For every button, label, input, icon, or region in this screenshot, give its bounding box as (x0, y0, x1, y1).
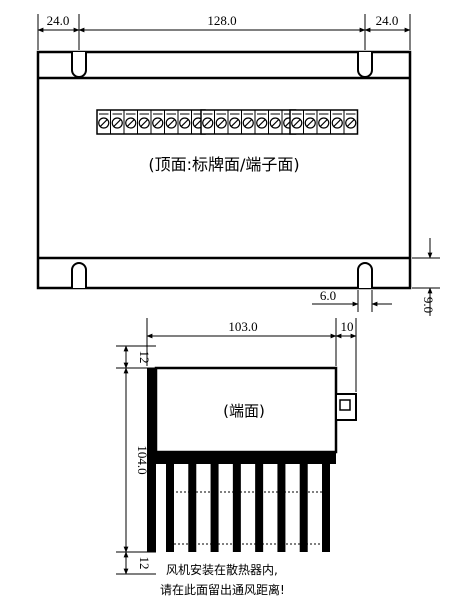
screw-slot (140, 119, 149, 127)
screw-slot (306, 119, 315, 127)
terminal-blocks (96, 109, 359, 135)
note-line-2: 请在此面留出通风距离! (160, 582, 285, 597)
screw-slot (244, 119, 253, 127)
screw-slot (126, 119, 135, 127)
dim-text-side-length: 103.0 (228, 319, 257, 334)
back-plate (147, 368, 156, 552)
heatsink-fins (166, 464, 330, 552)
top-view: (顶面:标牌面/端子面) 24.0 128.0 24.0 9.0 6.0 (36, 13, 440, 316)
dim-text-flange-height: 9.0 (421, 297, 436, 313)
top-view-label: (顶面:标牌面/端子面) (148, 155, 299, 174)
heatsink-fin (166, 464, 174, 552)
driver-housing (154, 366, 338, 454)
screw-slot (99, 119, 108, 127)
dim-text-bottom-margin: 12 (137, 557, 152, 570)
fan-outline (171, 491, 325, 545)
screw-slot (153, 119, 162, 127)
dim-text-top-margin: 12 (137, 351, 152, 364)
note-line-1: 风机安装在散热器内, (166, 562, 278, 577)
side-view: (端面) 103.0 10 12 104.0 12 风机安装在散热器内, 请在此… (116, 318, 357, 597)
screw-slot (230, 119, 239, 127)
enclosure-body (36, 50, 412, 290)
dim-text-right: 24.0 (376, 13, 399, 28)
dim-text-slot-gap: 6.0 (320, 288, 336, 303)
terminal-group-2 (200, 109, 297, 135)
screw-slot (180, 119, 189, 127)
screw-slot (217, 119, 226, 127)
screw-slot (346, 119, 355, 127)
screw-slot (319, 119, 328, 127)
screw-slot (271, 119, 280, 127)
mounting-slot-bottom-left (71, 262, 87, 288)
mounting-slot-top-left (71, 52, 87, 78)
heatsink-fin (188, 464, 197, 552)
heatsink-fin (210, 464, 219, 552)
screw-slot (113, 119, 122, 127)
screw-slot (333, 119, 342, 127)
heatsink-fin (299, 464, 308, 552)
screw-slot (257, 119, 266, 127)
screw-slot (292, 119, 301, 127)
mounting-slot-top-right (357, 52, 373, 78)
dim-text-height: 104.0 (135, 445, 150, 474)
dim-text-center: 128.0 (207, 13, 236, 28)
side-view-label: (端面) (223, 402, 265, 420)
heatsink-fin (322, 464, 330, 552)
screw-slot (167, 119, 176, 127)
heatsink-fin (255, 464, 264, 552)
heatsink-base (156, 452, 336, 464)
mounting-slot-bottom-right (357, 262, 373, 288)
terminal-group-3 (289, 109, 359, 135)
screw-slot (203, 119, 212, 127)
dim-text-connector: 10 (341, 319, 354, 334)
heatsink-fin (232, 464, 241, 552)
heatsink-fin (277, 464, 286, 552)
dim-text-left: 24.0 (47, 13, 70, 28)
terminal-group-1 (96, 109, 206, 135)
connector-tab (339, 399, 351, 411)
